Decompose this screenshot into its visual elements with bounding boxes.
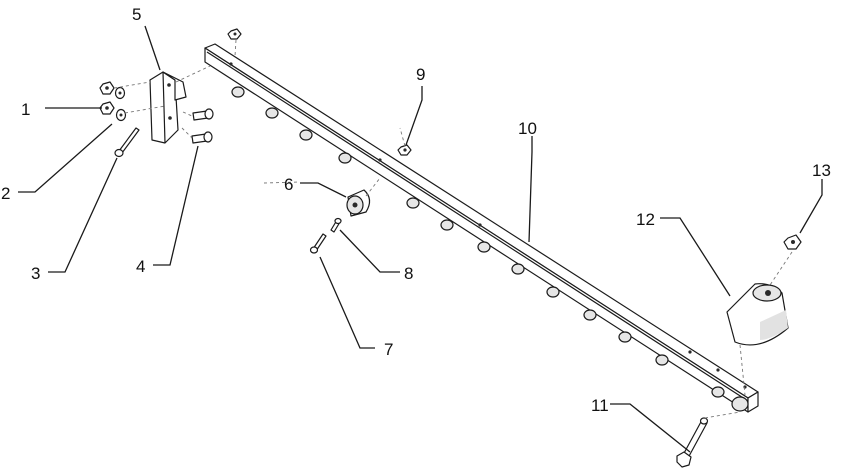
callout-9: 9	[416, 65, 425, 84]
part-8-pin	[330, 217, 342, 233]
assembly-guide-lines	[113, 39, 793, 419]
callout-3: 3	[31, 264, 40, 283]
callout-7: 7	[384, 340, 393, 359]
part-11-bolt	[676, 417, 709, 468]
callout-2: 2	[1, 184, 10, 203]
part-5-bracket	[149, 71, 187, 144]
callout-6: 6	[284, 175, 293, 194]
part-4-bolts	[191, 108, 214, 144]
part-2-washers	[114, 86, 127, 122]
leader-lines	[18, 25, 823, 453]
part-6-spacer	[346, 189, 371, 217]
part-1-nuts	[99, 81, 115, 115]
part-10-bar	[204, 43, 759, 413]
part-9-nut	[397, 144, 412, 156]
part-7-pin	[309, 233, 327, 254]
callout-12: 12	[636, 210, 655, 229]
callout-8: 8	[404, 264, 413, 283]
callout-10: 10	[518, 119, 537, 138]
callout-13: 13	[812, 161, 831, 180]
callout-11: 11	[591, 396, 609, 415]
callout-4: 4	[136, 257, 145, 276]
part-12-cone	[726, 283, 789, 346]
part-13-nut	[783, 234, 802, 250]
bar-rollers	[231, 86, 725, 398]
callout-5: 5	[132, 5, 141, 24]
callout-1: 1	[21, 100, 30, 119]
part-3-bolt	[114, 127, 140, 158]
callout-labels: 1 2 3 4 5 6 7 8 9 10 12 13 11	[1, 5, 831, 415]
top-nut	[227, 28, 242, 40]
